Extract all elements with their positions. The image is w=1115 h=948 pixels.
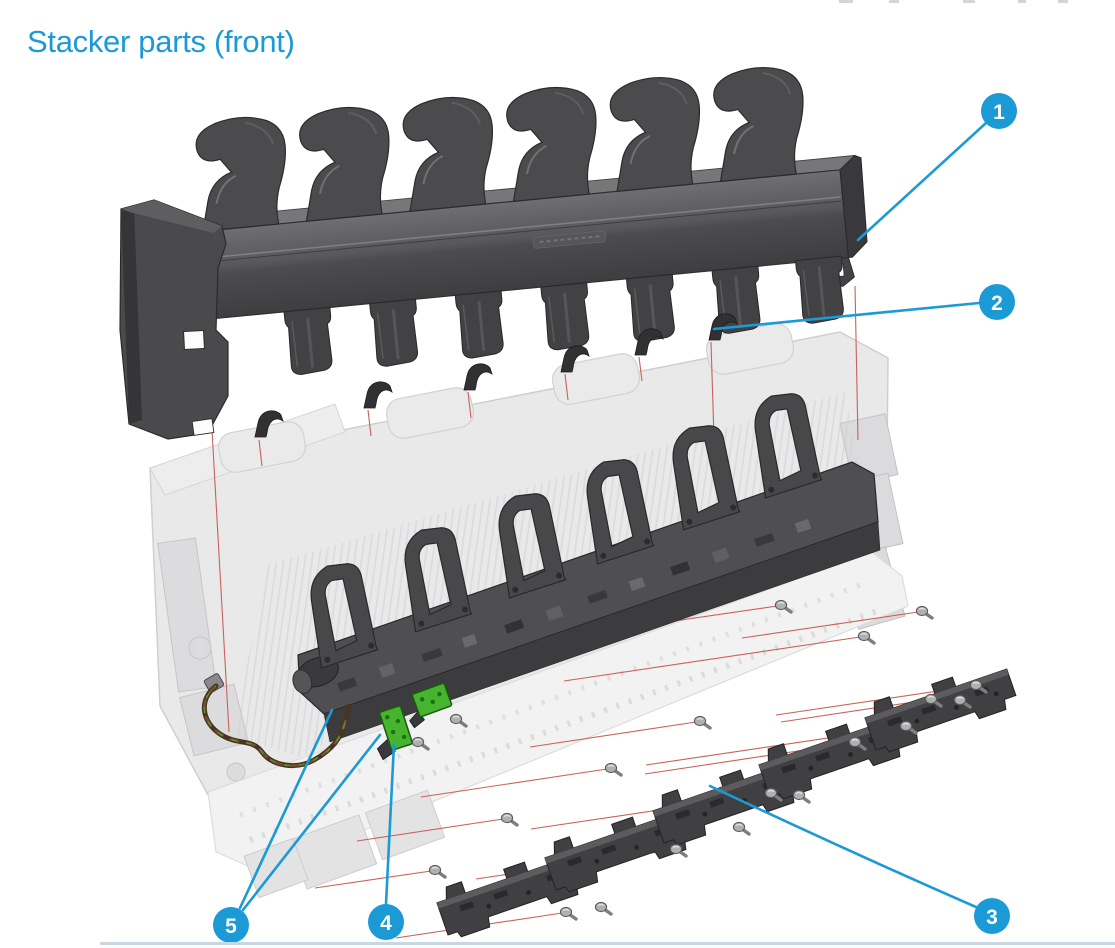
rail-texture [337, 518, 812, 692]
cover-tab [282, 305, 338, 378]
leader-line-5 [241, 733, 382, 912]
screw [593, 900, 613, 916]
stacker-front-cover [119, 62, 868, 440]
corner-clip [363, 381, 393, 409]
callout-4: 4 [368, 904, 404, 940]
cover-tab [794, 254, 849, 326]
cover-hook-paddle [398, 92, 501, 213]
sensor-pcb [376, 705, 413, 761]
cropped-text-remnant [889, 0, 899, 3]
cropped-text-remnant [1018, 0, 1026, 3]
screw [692, 714, 712, 730]
leader-line-1 [856, 121, 988, 242]
callout-3: 3 [974, 898, 1010, 934]
callout-5: 5 [213, 907, 249, 943]
callout-leader-lines [238, 121, 988, 912]
cropped-text-remnant [1058, 0, 1068, 3]
screw [558, 905, 578, 921]
screw [603, 761, 623, 777]
screw [499, 811, 519, 827]
cover-hook-paddle [294, 102, 398, 223]
callout-2-label: 2 [991, 292, 1003, 315]
leader-line-5 [238, 708, 334, 910]
callout-5-label: 5 [225, 915, 237, 938]
cover-tab [539, 281, 595, 353]
callout-2: 2 [979, 284, 1015, 320]
cover-hook-paddle [709, 62, 812, 183]
screw [427, 863, 447, 879]
cover-hook-paddle [605, 72, 708, 193]
sensor-cable [201, 673, 352, 769]
sensor-pcb [409, 682, 453, 729]
footer-divider [100, 942, 1115, 945]
callout-3-label: 3 [986, 906, 998, 929]
cropped-text-remnant [839, 0, 853, 3]
leader-line-3 [708, 784, 978, 909]
callout-1-label: 1 [993, 101, 1005, 124]
embossed-label [532, 230, 606, 249]
corner-clip [463, 363, 493, 391]
callout-1: 1 [981, 93, 1017, 129]
leader-line-2 [712, 301, 981, 331]
cover-hook-paddle [191, 112, 294, 233]
screw [791, 788, 811, 804]
screw [856, 629, 876, 645]
cover-tab [453, 289, 509, 361]
flapper-rail-assembly [291, 386, 881, 743]
cropped-text-remnant [963, 0, 975, 3]
cover-left-foot [119, 199, 229, 440]
leader-line-4 [384, 742, 396, 906]
page-title: Stacker parts (front) [27, 24, 295, 59]
screw [731, 820, 751, 836]
screw [914, 604, 934, 620]
cover-hook-paddle [502, 82, 605, 203]
callout-4-label: 4 [380, 912, 392, 935]
cover-tab [368, 297, 424, 369]
